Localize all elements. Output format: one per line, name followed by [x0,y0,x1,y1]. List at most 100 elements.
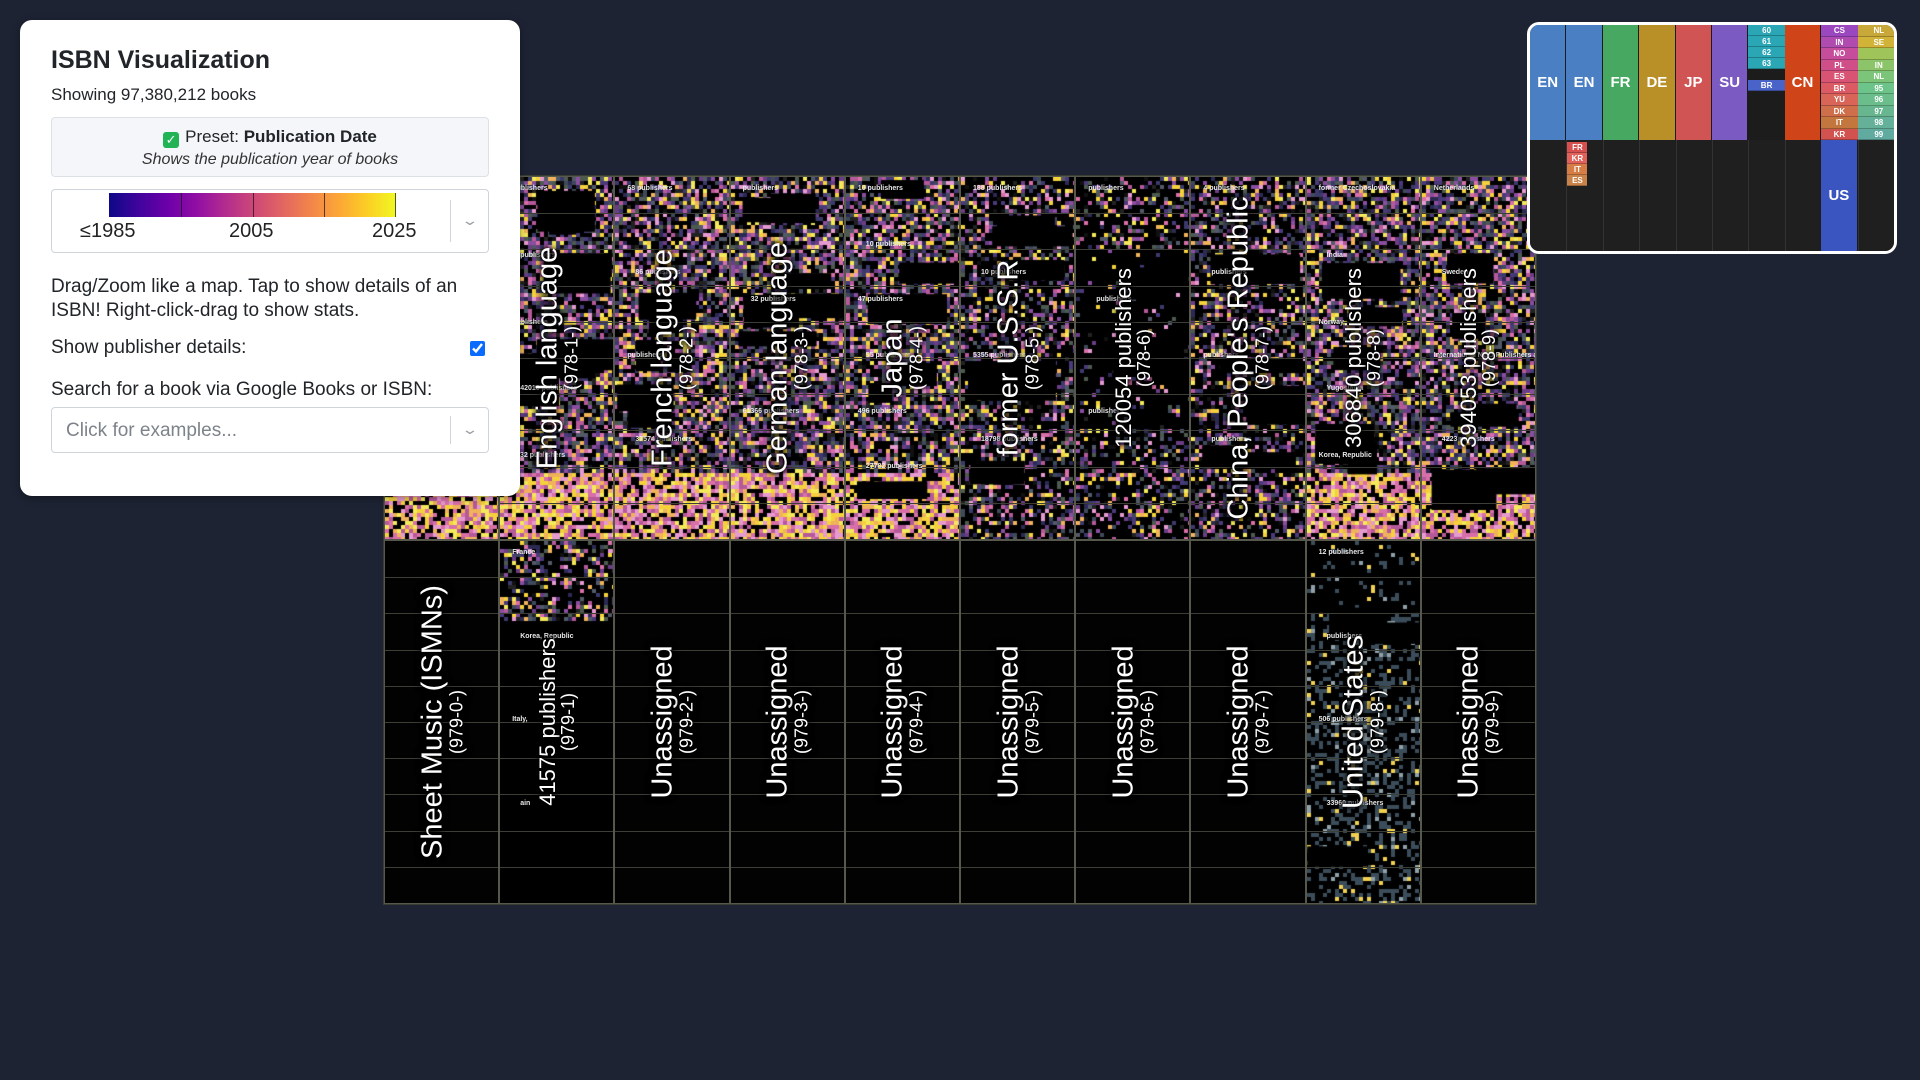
minimap-subgroup[interactable]: IN [1857,59,1894,71]
gradient-label-mid: 2005 [229,220,274,242]
minimap-subgroup[interactable]: 63 [1748,58,1785,69]
minimap-subgroup[interactable]: FR [1567,142,1588,153]
publisher-range-label: Netherlands [1433,185,1475,192]
search-select[interactable]: ⌄ [51,407,489,453]
minimap-subgroup[interactable]: 99 [1857,128,1894,140]
minimap-subgroup[interactable]: 98 [1857,117,1894,129]
minimap-subgroup[interactable]: DK [1821,105,1858,117]
gridline [615,830,729,832]
minimap-subgroup[interactable]: 60 [1748,25,1785,36]
chevron-down-icon[interactable]: ⌄ [461,212,479,228]
publisher-range-label: Korea, Republic [520,632,574,640]
publisher-range-label: publishers [520,251,556,259]
isbn-region-cell[interactable]: Unassigned(979-2-) [614,540,730,904]
publisher-details-checkbox[interactable] [470,341,485,356]
minimap-subgroup[interactable]: BR [1821,82,1858,94]
minimap-group[interactable]: US [1821,140,1858,251]
isbn-region-cell[interactable]: Unassigned(979-9-) [1420,540,1536,904]
minimap-group[interactable]: SU [1712,25,1749,140]
region-label: 306840 publishers(978-8) [1341,268,1384,448]
search-input[interactable] [64,419,418,443]
region-title: Unassigned [991,645,1024,799]
chevron-down-icon[interactable]: ⌄ [461,421,479,437]
isbn-region-cell[interactable]: Unassigned(979-3-) [729,540,845,904]
minimap-group[interactable]: JP [1675,25,1712,140]
publisher-details-row: Show publisher details: [51,337,489,359]
minimap-group[interactable]: EN [1566,25,1603,140]
minimap-group[interactable]: CN [1784,25,1822,140]
minimap-subgroup[interactable]: KR [1821,128,1858,140]
region-code: (979-6-) [1137,689,1158,755]
minimap-group[interactable]: DE [1639,25,1676,140]
minimap-subgroup[interactable]: NL [1857,25,1894,37]
region-title: Unassigned [1107,645,1140,799]
minimap-subgroup[interactable]: ES [1821,71,1858,83]
minimap-subgroup[interactable]: 61 [1748,36,1785,47]
minimap-subgroup[interactable]: 95 [1857,82,1894,94]
isbn-region-cell[interactable]: Unassigned(979-6-) [1075,540,1191,904]
minimap-subgroup[interactable]: IT [1567,164,1588,175]
region-code: (978-4-) [907,325,928,391]
isbn-region-cell[interactable]: Unassigned(979-4-) [844,540,960,904]
region-title: Japan [876,318,909,398]
minimap-subgroup[interactable]: NO [1821,48,1858,60]
publisher-range-label: 33960 publishers [1326,799,1384,807]
minimap-subgroup[interactable]: PL [1821,59,1858,71]
preset-indicator[interactable]: ✓Preset: Publication Date Shows the publ… [51,117,489,177]
minimap-subgroup[interactable]: NL [1857,71,1894,83]
minimap-subgroup[interactable]: SE [1857,36,1894,48]
minimap-subgroup[interactable]: CS [1821,25,1858,37]
minimap-subgroup[interactable]: KR [1567,153,1588,164]
minimap-subgroup[interactable]: 96 [1857,94,1894,106]
minimap-divider [1748,140,1750,251]
gridline [615,613,729,615]
minimap-subgroup[interactable]: IT [1821,117,1858,129]
publisher-range-label: publishers [742,185,778,192]
minimap-subgroup[interactable]: ES [1567,175,1588,186]
isbn-region-cell[interactable]: Sheet Music (ISMNs)(979-0-) [384,540,500,904]
isbn-region-cell[interactable]: Unassigned(979-5-) [960,540,1076,904]
color-scale-select[interactable]: ≤1985 2005 2025 ⌄ [51,189,489,253]
gradient-tick [395,193,396,217]
minimap-subgroup[interactable]: 62 [1748,47,1785,58]
publisher-range-label: publishers [1088,407,1124,415]
gridline [961,577,1075,579]
publisher-range-label: publishers [512,318,548,326]
region-code: (978-9) [1479,328,1500,388]
region-title: Unassigned [1222,645,1255,799]
publisher-range-label: Norway [1318,318,1344,326]
minimap-subgroup[interactable]: YU [1821,94,1858,106]
minimap-divider [1639,140,1641,251]
minimap-subgroup[interactable] [1857,48,1894,60]
minimap-subgroup[interactable]: IN [1821,36,1858,48]
publisher-range-label: 55 publishers [865,352,911,359]
minimap-group[interactable]: EN [1530,25,1567,140]
publisher-range-label: Korea, Republic [1318,452,1372,460]
minimap-subgroup[interactable]: 97 [1857,105,1894,117]
minimap-group[interactable]: FR [1602,25,1640,140]
isbn-region-cell[interactable]: Unassigned(979-7-) [1190,540,1306,904]
minimap-divider [1602,140,1604,251]
minimap-subgroup[interactable]: BR [1748,80,1785,91]
region-title: Unassigned [646,645,679,799]
check-icon: ✓ [163,132,180,148]
region-label: Unassigned(979-5-) [991,645,1042,799]
publisher-range-label: 37574 publishers [635,435,693,443]
region-label: Unassigned(979-6-) [1107,645,1158,799]
region-code: (978-5-) [1022,325,1043,391]
region-title: Unassigned [1452,645,1485,799]
publisher-range-label: 18798 publishers [981,435,1038,443]
region-label: former U.S.S.R(978-5-) [992,260,1043,457]
